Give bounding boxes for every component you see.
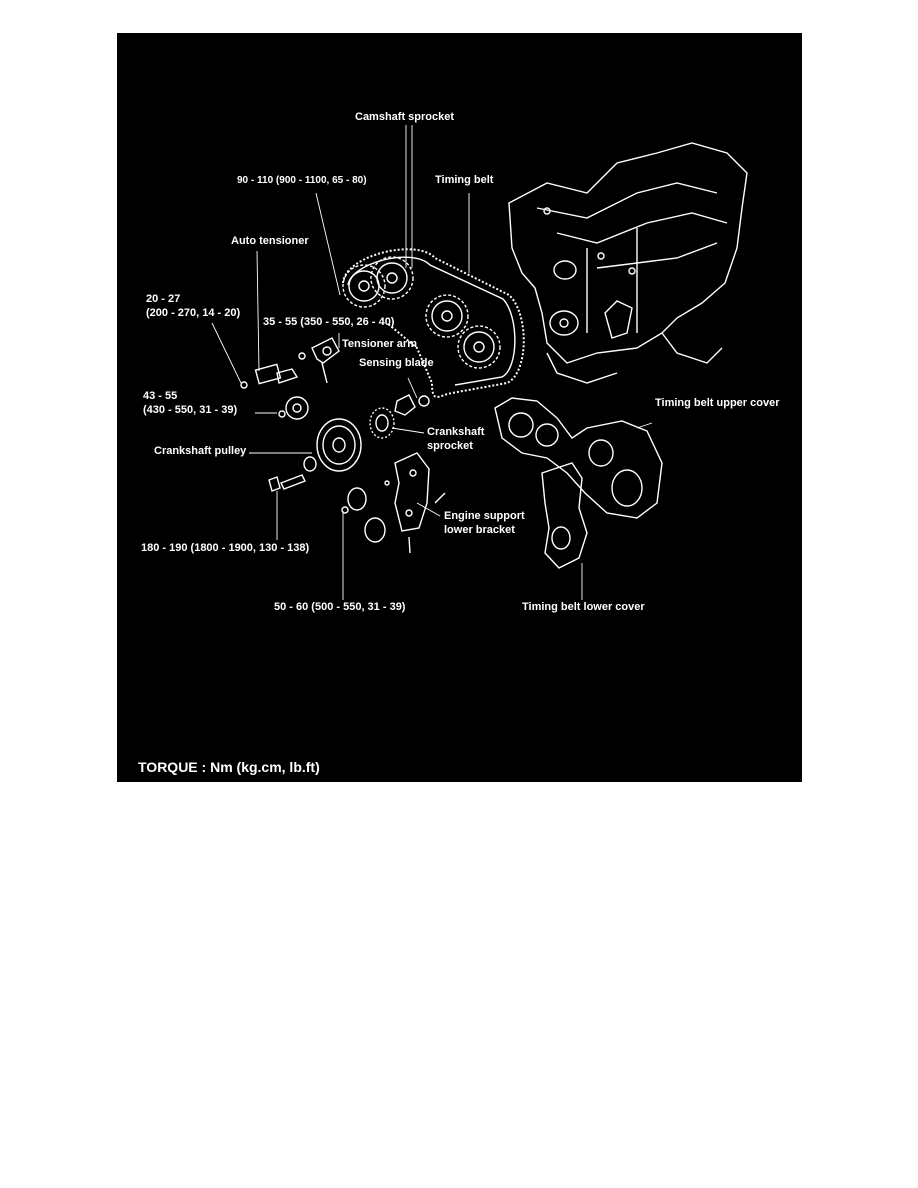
torque-units-legend: TORQUE : Nm (kg.cm, lb.ft): [138, 759, 320, 775]
torque-180-190-label: 180 - 190 (1800 - 1900, 130 - 138): [141, 542, 310, 554]
auto-tensioner-label: Auto tensioner: [231, 235, 309, 247]
crankshaft-sprocket-label-2: sprocket: [427, 440, 473, 452]
cam-torque-label: 90 - 110 (900 - 1100, 65 - 80): [237, 175, 367, 186]
leader-lines: [211, 125, 653, 600]
crankshaft-sprocket-label: Crankshaft: [427, 426, 485, 438]
tensioner-arm-label: Tensioner arm: [342, 338, 417, 350]
torque-35-55-label: 35 - 55 (350 - 550, 26 - 40): [263, 316, 395, 328]
crankshaft-pulley-label: Crankshaft pulley: [154, 445, 247, 457]
timing-belt-label: Timing belt: [435, 174, 494, 186]
torque-20-27-values: (200 - 270, 14 - 20): [146, 307, 241, 319]
crank-sprocket-parts: [369, 394, 430, 439]
engine-support-label-2: lower bracket: [444, 524, 515, 536]
exploded-view-drawing: [211, 125, 748, 600]
camshaft-sprocket-label: Camshaft sprocket: [355, 111, 455, 123]
engine-support-label: Engine support: [444, 510, 525, 522]
auto-tensioner-parts: [240, 337, 340, 420]
torque-43-55-label: 43 - 55: [143, 390, 178, 402]
timing-belt-lower-cover: [541, 462, 588, 569]
timing-belt-diagram: Camshaft sprocket 90 - 110 (900 - 1100, …: [117, 33, 802, 782]
torque-20-27-label: 20 - 27: [146, 293, 181, 305]
timing-belt: [342, 248, 525, 398]
torque-50-60-label: 50 - 60 (500 - 550, 31 - 39): [274, 601, 406, 613]
sensing-blade-label: Sensing blade: [359, 357, 434, 369]
timing-belt-upper-cover: [494, 397, 663, 519]
engine-block: [508, 142, 748, 384]
timing-belt-upper-cover-label: Timing belt upper cover: [655, 397, 780, 409]
torque-43-55-values: (430 - 550, 31 - 39): [143, 404, 238, 416]
camshaft-sprockets: [342, 256, 501, 369]
crankshaft-pulley-parts: [268, 418, 362, 492]
timing-belt-lower-cover-label: Timing belt lower cover: [522, 601, 645, 613]
engine-support-bracket-parts: [341, 452, 446, 554]
